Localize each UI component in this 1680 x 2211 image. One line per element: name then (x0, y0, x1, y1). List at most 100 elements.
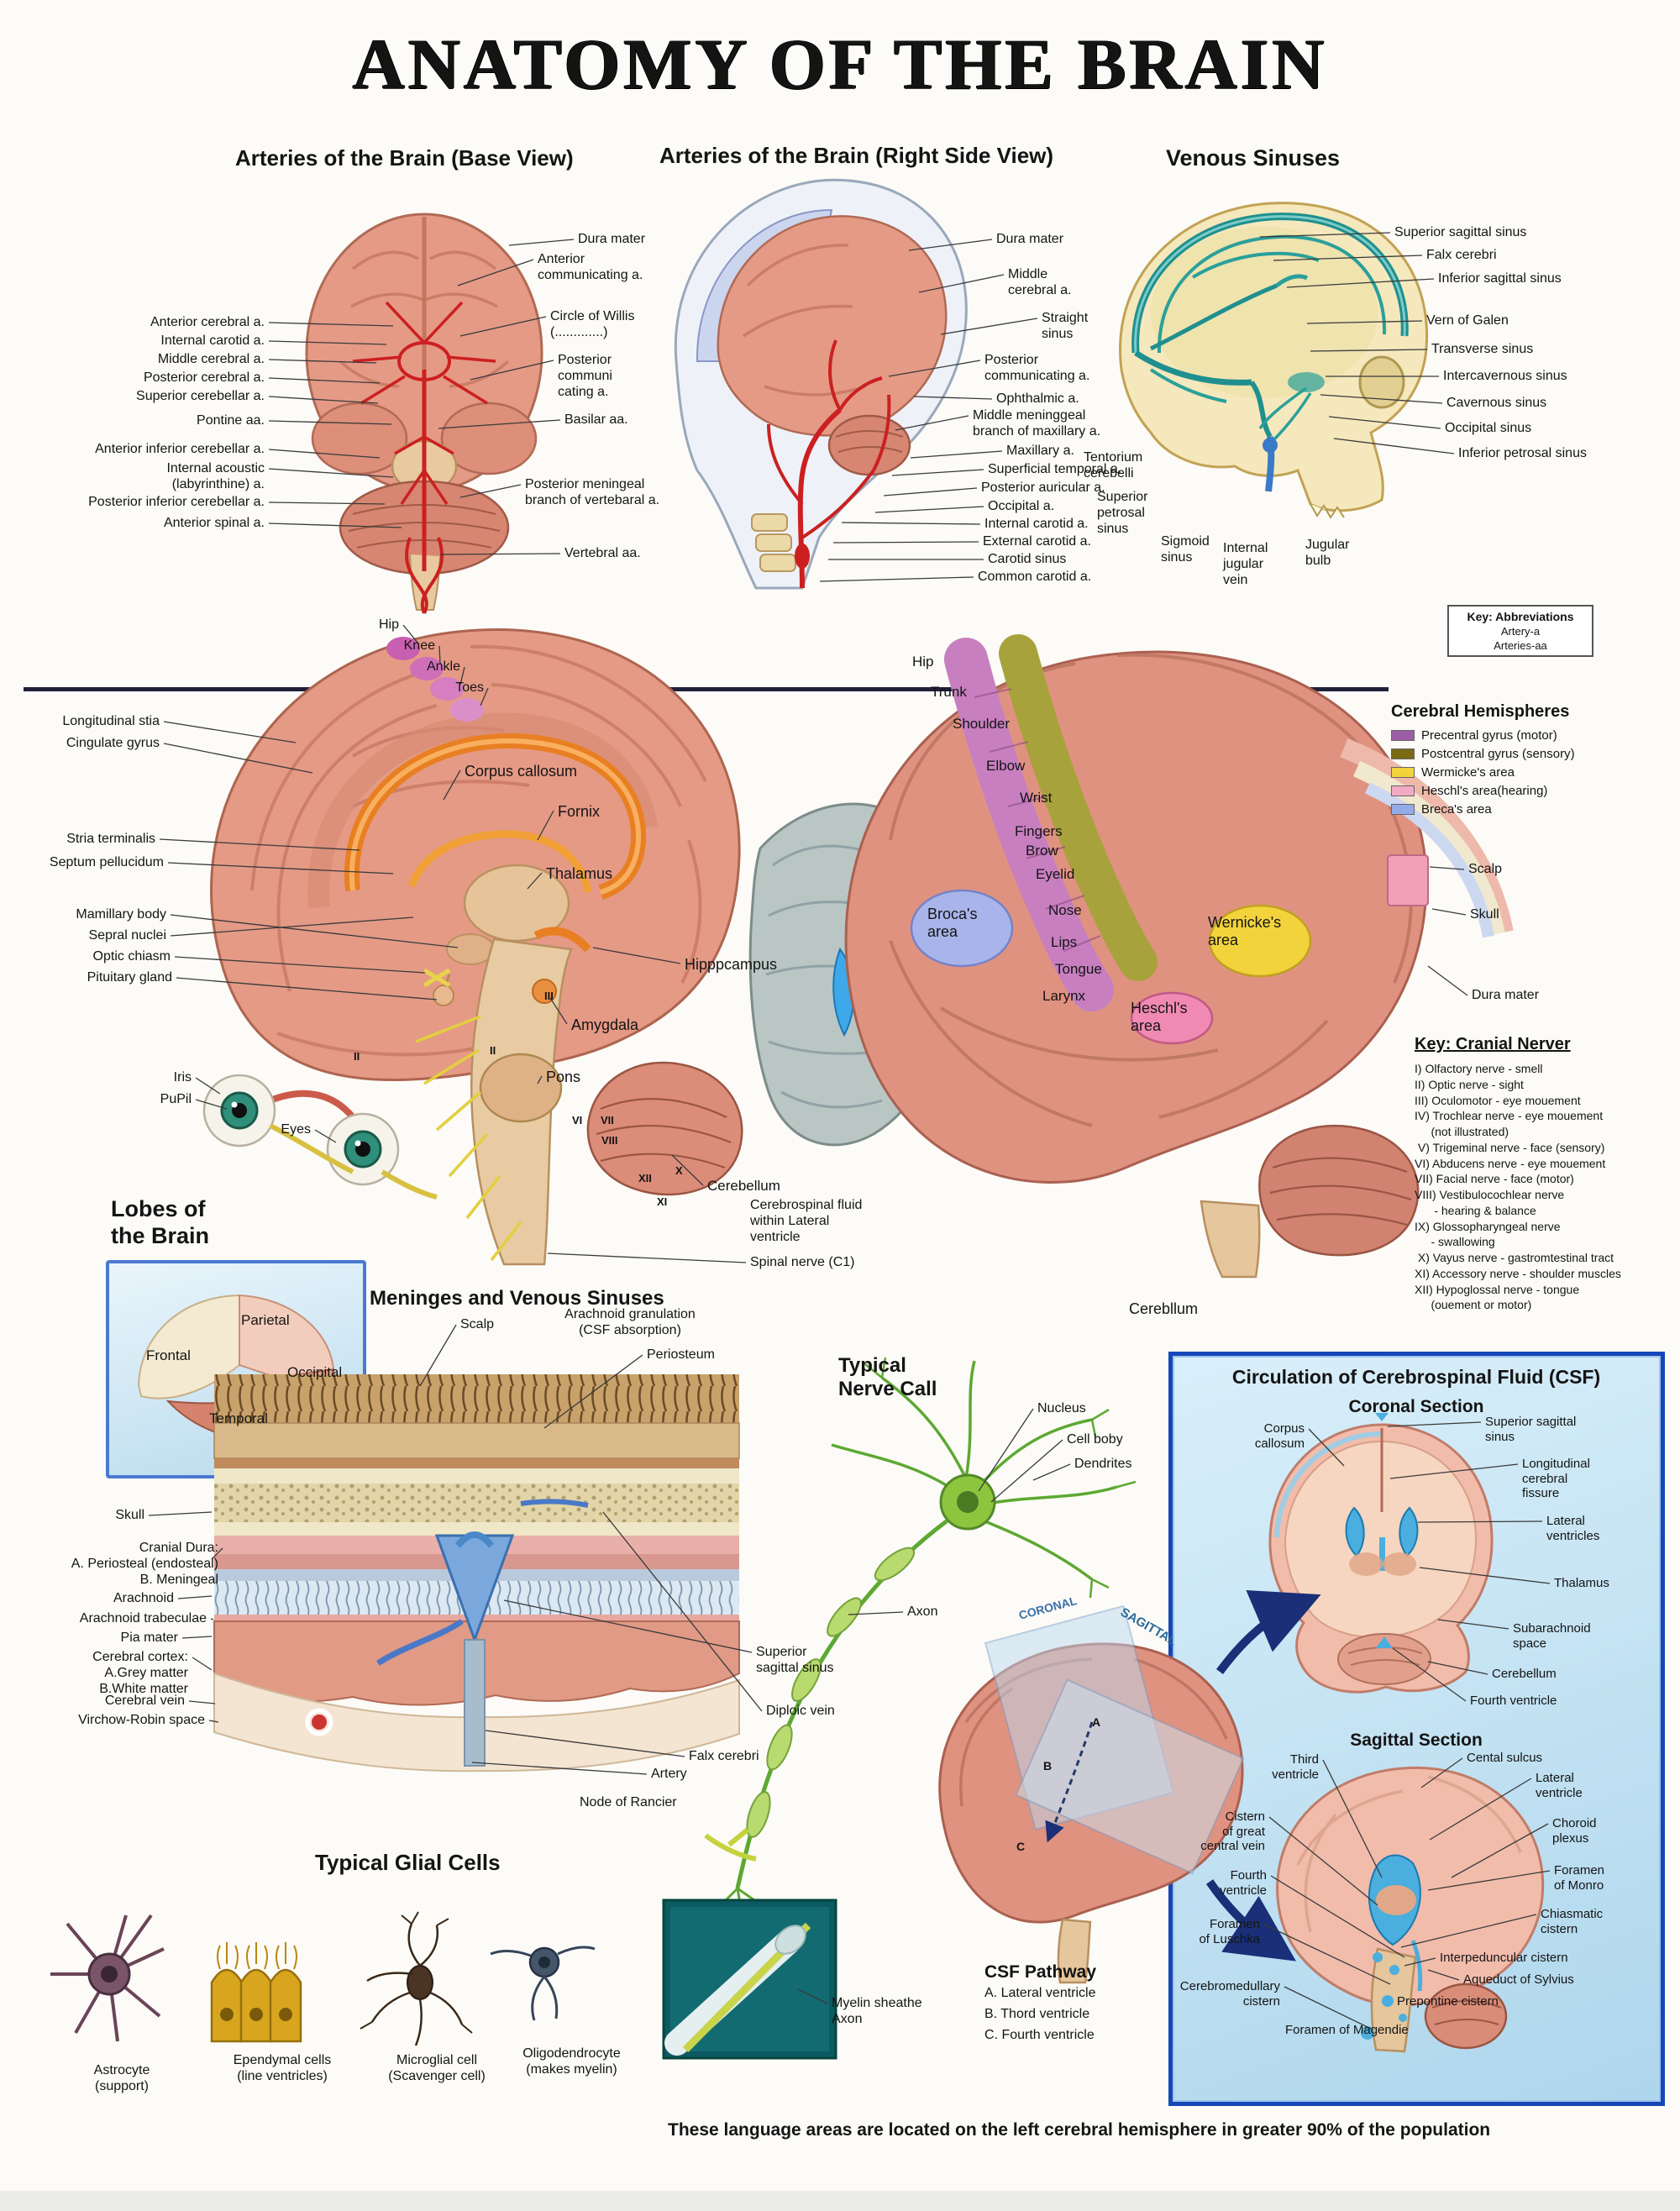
anatomy-label: Straight sinus (1042, 311, 1089, 341)
key-abbreviations-title: Key: Abbreviations (1467, 610, 1574, 623)
anatomy-label: Occipital sinus (1445, 421, 1532, 435)
pathway-point-b: B (1043, 1759, 1053, 1772)
anatomy-label: Pons (546, 1069, 581, 1085)
anatomy-label: Eyes (281, 1122, 311, 1137)
anatomy-label: Eyelid (1036, 866, 1075, 882)
anatomy-label: Superior sagittal sinus (1485, 1415, 1577, 1444)
anatomy-label: Common carotid a. (978, 570, 1092, 584)
section-title-lobes: Lobes of the Brain (111, 1196, 210, 1248)
section-title-venous-sinuses: Venous Sinuses (1166, 145, 1341, 171)
anatomy-label: Scalp (1468, 862, 1503, 876)
anatomy-label: Parietal (241, 1312, 290, 1328)
anatomy-label: Aqueduct of Sylvius (1463, 1972, 1574, 1987)
anatomy-label: Longitudinal stia (62, 714, 160, 728)
anatomy-label: Cental sulcus (1467, 1751, 1543, 1765)
anatomy-label: Mamillary body (76, 907, 166, 922)
anatomy-label: Superficial temporal a. (988, 462, 1122, 476)
anatomy-label: Optic chiasm (92, 949, 171, 964)
anatomy-label: Prepontine cistern (1397, 1994, 1499, 2009)
anatomy-label: Oligodendrocyte (makes myelin) (522, 2046, 621, 2077)
anatomy-label: Corpus callosum (1254, 1421, 1305, 1451)
anatomy-label: Amygdala (571, 1016, 639, 1033)
anatomy-label: Cavernous sinus (1446, 396, 1547, 410)
anatomy-label: Superior petrosal sinus (1097, 490, 1148, 536)
anatomy-label: Anterior communicating a. (538, 252, 643, 282)
anatomy-label: Sigmoid sinus (1161, 534, 1210, 565)
anatomy-label: Septum pellucidum (49, 855, 164, 869)
anatomy-label: Larynx (1042, 988, 1086, 1004)
anatomy-label: Nose (1048, 902, 1082, 918)
anatomy-label: Astrocyte (support) (93, 2063, 150, 2093)
anatomy-label: Broca's area (927, 906, 978, 941)
anatomy-label: Arachnoid granulation (CSF absorption) (564, 1307, 696, 1337)
anatomy-label: Spinal nerve (C1) (750, 1255, 855, 1269)
cranial-nerves-key: Key: Cranial Nerver I) Olfactory nerve -… (1415, 1035, 1677, 1313)
anatomy-label: Axon (907, 1604, 938, 1619)
subtitle-coronal-section: Coronal Section (1348, 1397, 1484, 1416)
anatomy-label: Ependymal cells (line ventricles) (233, 2053, 332, 2083)
anatomy-label: Cerebral vein (104, 1694, 185, 1708)
bottom-strip (0, 2191, 1680, 2211)
anatomy-label: Middle cerebral a. (1008, 267, 1072, 297)
section-title-csf: Circulation of Cerebrospinal Fluid (CSF) (1231, 1366, 1601, 1388)
anatomy-label: Posterior communi cating a. (558, 353, 612, 399)
anatomy-label: Posterior inferior cerebellar a. (88, 495, 265, 509)
anatomy-label: Vertebral aa. (564, 546, 641, 560)
anatomy-label: Knee (403, 638, 435, 653)
anatomy-label: Fingers (1015, 823, 1063, 839)
anatomy-label: Toes (455, 680, 484, 695)
anatomy-label: Thalamus (1554, 1576, 1609, 1590)
anatomy-label: Circle of Willis (.............) (550, 309, 635, 339)
anatomy-label: Vern of Galen (1426, 313, 1509, 328)
anatomy-label: Cerebllum (1129, 1300, 1199, 1317)
anatomy-label: Maxillary a. (1006, 444, 1074, 458)
anatomy-label: Lateral ventricles (1546, 1514, 1600, 1543)
anatomy-label: Posterior auricular a. (981, 481, 1105, 495)
anatomy-label: Sepral nuclei (88, 928, 167, 943)
anatomy-label: Jugular bulb (1305, 538, 1350, 568)
anatomy-label: Corpus callosum (465, 763, 578, 780)
anatomy-label: Intercavernous sinus (1443, 369, 1567, 383)
anatomy-label: Foramen of Magendie (1285, 2023, 1409, 2037)
anatomy-label: Cerebellum (707, 1178, 780, 1194)
section-title-nerve-cell: Typical Nerve Call (838, 1354, 937, 1401)
section-title-glial: Typical Glial Cells (315, 1850, 501, 1875)
anatomy-label: Cerebrospinal fluid within Lateral ventr… (750, 1198, 863, 1244)
anatomy-label: Internal carotid a. (160, 333, 265, 348)
anatomy-label: Arachnoid trabeculae (79, 1611, 207, 1625)
anatomy-label: Dura mater (996, 232, 1064, 246)
anatomy-label: Microglial cell (Scavenger cell) (388, 2053, 486, 2083)
anatomy-label: Inferior sagittal sinus (1438, 271, 1562, 286)
anatomy-label: Myelin sheathe Axon (832, 1996, 922, 2026)
anatomy-label: Superior sagittal sinus (1394, 225, 1527, 239)
anatomy-label: Basilar aa. (564, 412, 628, 427)
anatomy-label: Cell boby (1067, 1432, 1123, 1447)
anatomy-label: Cerebral cortex: A.Grey matter B.White m… (92, 1650, 188, 1696)
anatomy-label: Dura mater (1472, 988, 1540, 1002)
anatomy-label: Posterior communicating a. (984, 353, 1090, 383)
anatomy-label: Occipital (287, 1364, 343, 1380)
anatomy-label: External carotid a. (983, 534, 1091, 549)
anatomy-label: Posterior meningeal branch of vertebaral… (525, 477, 660, 507)
section-title-arteries-side: Arteries of the Brain (Right Side View) (659, 143, 1054, 168)
coronal-plane-label: CORONAL (1017, 1594, 1079, 1622)
anatomy-label: Shoulder (953, 716, 1011, 732)
section-title-meninges: Meninges and Venous Sinuses (370, 1287, 664, 1310)
anatomy-label: Middle cerebral a. (157, 352, 265, 366)
pathway-point-c: C (1016, 1840, 1026, 1853)
legend-title: Cerebral Hemispheres (1391, 702, 1570, 721)
anatomy-label: Cerebromedullary cistern (1179, 1979, 1280, 2009)
anatomy-label: Longitudinal cerebral fissure (1522, 1457, 1590, 1501)
anatomy-label: Cranial Dura: A. Periosteal (endosteal) … (71, 1541, 218, 1587)
anatomy-label: Foramen of Monro (1554, 1863, 1605, 1893)
anatomy-label: Virchow-Robin space (78, 1713, 205, 1727)
subtitle-sagittal-section: Sagittal Section (1350, 1730, 1483, 1750)
anatomy-label: Lateral ventricle (1536, 1771, 1583, 1800)
cranial-nerve-numeral: II (354, 1050, 360, 1063)
anatomy-label: Tentorium cerebelli (1084, 450, 1143, 481)
anatomy-label: Pia mater (120, 1631, 178, 1645)
anatomy-label: Elbow (986, 758, 1026, 774)
anatomy-label: C. Fourth ventricle (984, 2028, 1095, 2042)
